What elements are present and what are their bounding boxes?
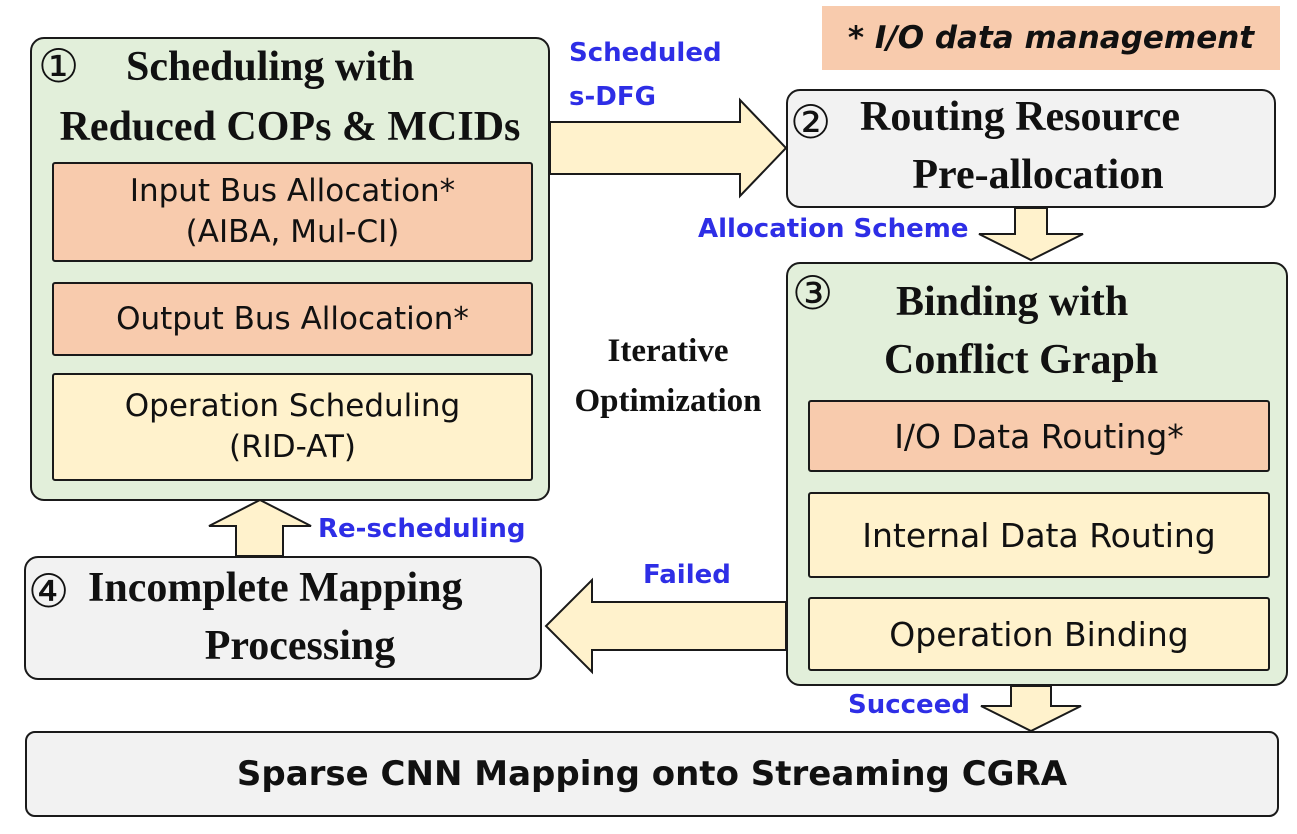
input-bus-allocation-line2: (AIBA, Mul-CI) <box>185 214 400 250</box>
input-bus-allocation-line1: Input Bus Allocation* <box>129 173 456 209</box>
operation-binding-label: Operation Binding <box>889 614 1189 654</box>
step3-title-line2: Conflict Graph <box>884 337 1159 383</box>
step1-scheduling-block: ① Scheduling with Reduced COPs & MCIDs I… <box>30 37 550 501</box>
label-allocation-scheme: Allocation Scheme <box>698 214 969 244</box>
step3-number-icon: ③ <box>792 266 834 320</box>
arrow-incomplete-to-scheduling <box>208 498 312 557</box>
step1-title-line2: Reduced COPs & MCIDs <box>59 104 521 150</box>
arrow-binding-to-incomplete <box>544 577 787 675</box>
iterative-optimization-label: Iterative Optimization <box>552 326 784 426</box>
internal-data-routing-label: Internal Data Routing <box>862 515 1216 555</box>
io-data-routing-label: I/O Data Routing* <box>894 416 1184 456</box>
input-bus-allocation: Input Bus Allocation* (AIBA, Mul-CI) <box>52 162 533 262</box>
step4-incomplete-block: ④ Incomplete Mapping Processing <box>24 556 542 680</box>
label-sdfg: s-DFG <box>569 82 656 112</box>
label-failed: Failed <box>643 560 731 590</box>
legend-badge: * I/O data management <box>822 6 1280 70</box>
step2-routing-block: ② Routing Resource Pre-allocation <box>786 89 1276 208</box>
io-data-routing: I/O Data Routing* <box>808 400 1270 472</box>
operation-scheduling-line2: (RID-AT) <box>229 429 356 465</box>
legend-text: * I/O data management <box>847 20 1255 56</box>
step3-title-line1: Binding with <box>896 279 1129 325</box>
step4-title-line2: Processing <box>204 623 396 669</box>
arrow-schedule-to-routing <box>549 97 788 199</box>
step1-number-icon: ① <box>38 39 80 93</box>
output-bus-allocation: Output Bus Allocation* <box>52 282 533 356</box>
arrow-binding-to-final <box>980 685 1082 733</box>
arrow-routing-to-binding <box>978 207 1084 262</box>
iterative-label: Iterative <box>607 333 729 369</box>
step2-title-line1: Routing Resource <box>860 94 1181 140</box>
optimization-label: Optimization <box>574 383 762 419</box>
final-result-block: Sparse CNN Mapping onto Streaming CGRA <box>25 731 1279 817</box>
step2-number-icon: ② <box>790 95 832 149</box>
internal-data-routing: Internal Data Routing <box>808 492 1270 578</box>
step4-number-icon: ④ <box>28 564 70 618</box>
operation-scheduling-line1: Operation Scheduling <box>124 388 461 424</box>
step4-title-line1: Incomplete Mapping <box>88 565 463 611</box>
step2-title-line2: Pre-allocation <box>912 152 1164 198</box>
operation-scheduling: Operation Scheduling (RID-AT) <box>52 373 533 481</box>
output-bus-allocation-label: Output Bus Allocation* <box>116 301 469 337</box>
final-result-label: Sparse CNN Mapping onto Streaming CGRA <box>236 754 1068 794</box>
label-succeed: Succeed <box>848 690 970 720</box>
step3-binding-block: ③ Binding with Conflict Graph I/O Data R… <box>786 262 1288 686</box>
operation-binding: Operation Binding <box>808 597 1270 671</box>
step1-title-line1: Scheduling with <box>126 44 415 90</box>
label-rescheduling: Re-scheduling <box>318 514 526 544</box>
label-scheduled: Scheduled <box>569 38 722 68</box>
